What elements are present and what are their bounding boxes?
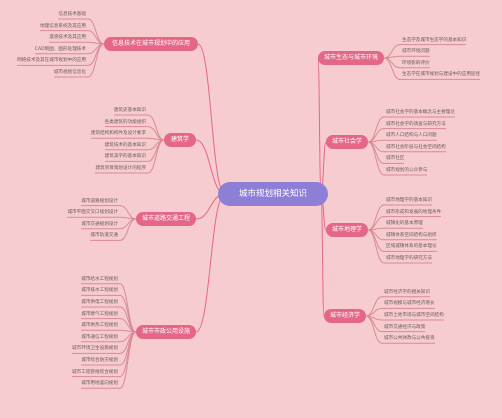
leaf-topic[interactable]: 网络技术及其在城市规划中的应用	[17, 58, 86, 64]
leaf-connector	[365, 315, 383, 344]
leaf-connector	[119, 331, 137, 378]
leaf-topic[interactable]: 生态学在城市规划与建设中的应用途径	[402, 72, 481, 78]
leaf-topic[interactable]: 城市交通规划设计	[81, 221, 118, 227]
branch-connector	[195, 193, 226, 333]
leaf-topic[interactable]: 城市人口结构与人口问题	[386, 133, 437, 139]
leaf-topic[interactable]: 城市给水工程规划	[81, 276, 118, 282]
branch-topic[interactable]: 信息技术在城市规划中的应用	[104, 37, 198, 51]
leaf-connector	[367, 141, 385, 176]
leaf-topic[interactable]: 城市交通经济与政策	[384, 324, 426, 330]
leaf-topic[interactable]: 建筑项目策划设计的程序	[95, 166, 146, 171]
leaf-connector	[365, 296, 383, 317]
leaf-topic[interactable]: 城市公共财政与公共投资	[384, 336, 435, 342]
leaf-topic[interactable]: 遥感技术及其应用	[49, 35, 86, 41]
branch-topic[interactable]: 城市市政公用设施	[136, 325, 196, 339]
leaf-topic[interactable]: 建筑史基本知识	[113, 108, 146, 113]
leaf-topic[interactable]: 建筑结构和构件及设计要求	[90, 131, 146, 137]
branch-topic[interactable]: 城市地理学	[326, 223, 368, 237]
leaf-topic[interactable]: 城市排水工程规划	[81, 288, 118, 294]
leaf-topic[interactable]: 环境影响评价	[402, 60, 430, 66]
leaf-topic[interactable]: 城市用地竖向规划	[81, 381, 118, 387]
leaf-topic[interactable]: 城市供热工程规划	[81, 323, 118, 329]
leaf-connector	[87, 43, 105, 78]
leaf-topic[interactable]: 各类建筑的功能组织	[104, 119, 146, 125]
leaf-topic[interactable]: 城市综合防灾规划	[81, 358, 118, 363]
leaf-connector	[119, 218, 137, 241]
leaf-topic[interactable]: 城市平面交叉口规划设计	[67, 210, 118, 216]
leaf-topic[interactable]: 地理信息系统及其应用	[40, 23, 86, 29]
leaf-topic[interactable]: 城市地理学的研究方法	[386, 256, 432, 261]
leaf-topic[interactable]: 城镇化的基本原理	[386, 221, 423, 227]
leaf-topic[interactable]: 城市社会学的调查与研究方法	[386, 121, 446, 127]
leaf-topic[interactable]: 城市环境卫生设施规划	[72, 346, 118, 352]
leaf-topic[interactable]: 城市经济学的相关知识	[384, 289, 430, 295]
leaf-topic[interactable]: 建筑技术的基本知识	[104, 142, 146, 148]
branch-connector	[317, 57, 322, 195]
leaf-topic[interactable]: 城市供电工程规划	[81, 300, 118, 305]
leaf-topic[interactable]: 区域城镇体系的基本理论	[386, 244, 437, 250]
leaf-connector	[119, 331, 137, 389]
leaf-topic[interactable]: 城市社会阶层与社会空间结构	[386, 144, 446, 150]
leaf-topic[interactable]: 生态学及城市生态学的基本知识	[402, 37, 467, 43]
branch-topic[interactable]: 城市道路交通工程	[136, 212, 196, 226]
leaf-topic[interactable]: 建筑美学的基本知识	[104, 154, 146, 160]
leaf-topic[interactable]: 城市道路规划设计	[81, 198, 118, 204]
leaf-topic[interactable]: 城市轨道交通	[90, 233, 118, 239]
leaf-connector	[119, 294, 137, 333]
leaf-topic[interactable]: 城市地理学的基本知识	[386, 198, 432, 203]
leaf-topic[interactable]: 城市规划的公众参与	[386, 168, 428, 173]
leaf-topic[interactable]: 城市形成和发展的地理条件	[386, 209, 442, 215]
leaf-topic[interactable]: 城镇体系空间结构与组织	[386, 232, 437, 238]
branch-topic[interactable]: 建筑学	[164, 133, 196, 147]
leaf-topic[interactable]: 城市环境问题	[402, 49, 430, 55]
leaf-topic[interactable]: 城市规模与城市经济增长	[384, 301, 435, 307]
leaf-topic[interactable]: 城市社会学的基本概念与主要理论	[386, 110, 455, 115]
leaf-topic[interactable]: CAD制图、图形处理技术	[34, 46, 86, 52]
branch-topic[interactable]: 城市生态与城市环境	[318, 51, 384, 65]
leaf-connector	[147, 139, 165, 174]
branch-topic[interactable]: 城市社会学	[326, 135, 368, 149]
leaf-topic[interactable]: 城市土地市场与城市空间结构	[384, 313, 444, 318]
leaf-topic[interactable]: 城市规划信息化	[53, 70, 86, 75]
leaf-topic[interactable]: 城市燃气工程规划	[81, 311, 118, 317]
leaf-topic[interactable]: 信息技术基础	[58, 12, 86, 17]
central-topic[interactable]: 城市规划相关知识	[218, 182, 328, 206]
leaf-topic[interactable]: 城市通信工程规划	[81, 334, 118, 340]
leaf-topic[interactable]: 城市社区	[386, 156, 405, 162]
branch-topic[interactable]: 城市经济学	[324, 309, 366, 323]
leaf-connector	[383, 57, 401, 80]
leaf-connector	[367, 229, 385, 264]
leaf-topic[interactable]: 城市工程管线综合规划	[72, 369, 118, 375]
